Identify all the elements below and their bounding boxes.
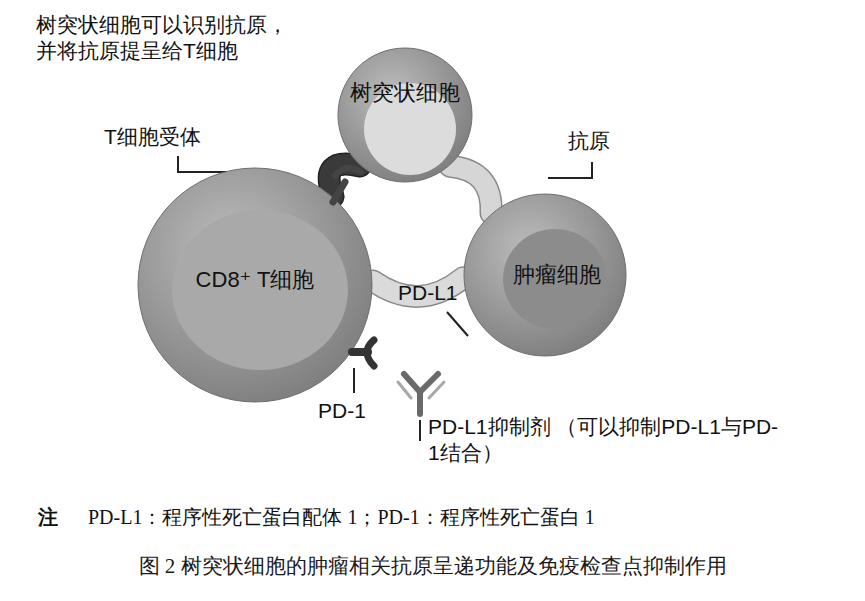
figure-caption: 图 2 树突状细胞的肿瘤相关抗原呈递功能及免疫检查点抑制作用 — [139, 552, 727, 580]
cell-nucleus — [172, 210, 348, 370]
part-label: T细胞受体 — [104, 124, 201, 150]
note-text: PD-L1：程序性死亡蛋白配体 1；PD-1：程序性死亡蛋白 1 — [88, 505, 595, 530]
cell-membrane — [338, 48, 472, 182]
receptor-stem — [333, 182, 345, 202]
receptor-cup — [335, 168, 361, 176]
leader-line — [447, 312, 468, 336]
band-outline — [450, 166, 491, 213]
cell-shape — [337, 47, 473, 183]
leader-line — [353, 368, 355, 393]
t-cell: CD8⁺ T细胞 — [137, 167, 373, 403]
part-label: 抗原 — [568, 128, 610, 154]
leader-line — [419, 420, 421, 441]
band-fill — [450, 166, 491, 213]
antibody-symbol — [398, 382, 444, 398]
tumor-cell: 肿瘤细胞 — [463, 193, 627, 357]
part-label: PD-L1抑制剂 （可以抑制PD-L1与PD-1结合） — [428, 414, 828, 467]
leader-line — [178, 156, 228, 172]
part-label: PD-L1 — [398, 280, 458, 306]
cell-label: CD8⁺ T细胞 — [196, 265, 315, 295]
dendritic-cell: 树突状细胞 — [337, 47, 473, 183]
antigen-band — [450, 166, 491, 213]
cell-label: 树突状细胞 — [350, 78, 460, 108]
cell-membrane — [138, 168, 372, 402]
annotation-text: 树突状细胞可以识别抗原， 并将抗原提呈给T细胞 — [36, 12, 366, 65]
note-marker: 注 — [38, 505, 58, 530]
pd1-cup — [367, 340, 374, 366]
cell-nucleus — [503, 229, 607, 329]
cell-membrane — [464, 194, 626, 356]
part-label: PD-1 — [318, 398, 366, 424]
cell-label: 肿瘤细胞 — [513, 260, 601, 290]
leader-line — [548, 162, 592, 178]
